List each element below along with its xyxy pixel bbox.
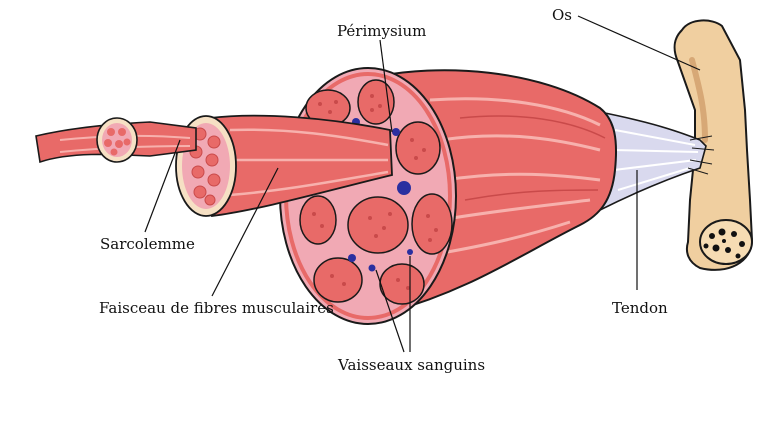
- label-faisceau: Faisceau de fibres musculaires: [99, 299, 334, 317]
- label-tendon: Tendon: [612, 299, 668, 317]
- label-sarcolemme: Sarcolemme: [100, 235, 195, 253]
- muscle-fiber: [36, 118, 196, 162]
- label-os: Os: [552, 6, 572, 24]
- label-perimysium: Périmysium: [337, 22, 426, 40]
- label-vaisseaux: Vaisseaux sanguins: [337, 356, 485, 374]
